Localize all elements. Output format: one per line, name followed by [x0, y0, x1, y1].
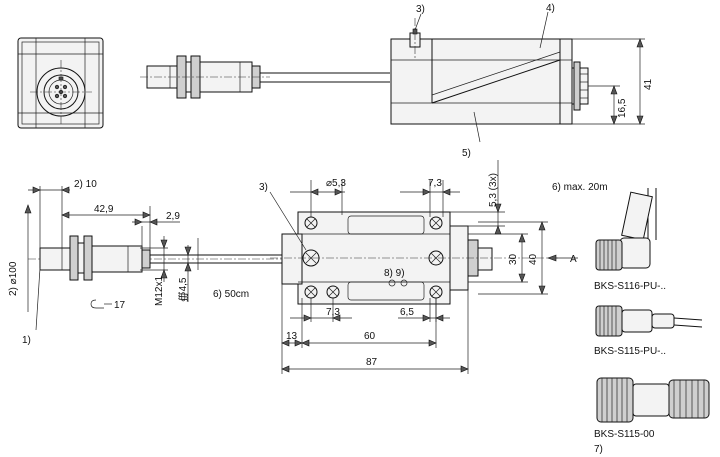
cable-label-bks-s116: BKS-S116-PU-..: [594, 281, 666, 292]
thread-m12x1: M12x1: [154, 276, 165, 306]
connector-label-bks-s115-00: BKS-S115-00: [594, 429, 655, 440]
sensor-side-view: [24, 186, 290, 331]
amplifier-top-view: [390, 11, 645, 143]
callout-8-9: 8) 9): [384, 268, 405, 279]
dim-connector-16-5: 16,5: [617, 98, 628, 118]
cable-label-bks-s115-pu: BKS-S115-PU-..: [594, 346, 666, 357]
sensor-front-view: [17, 37, 104, 129]
view-arrow-a: A: [570, 254, 577, 265]
dim-87: 87: [366, 357, 378, 368]
dim-42-9: 42,9: [94, 204, 114, 215]
dim-7-3-bottom: 7,3: [326, 307, 340, 318]
amplifier-front-view: [269, 160, 578, 374]
callout-3-front: 3): [259, 182, 268, 193]
dim-7-3-top: 7,3: [428, 178, 442, 189]
sensor-side-view-top: [140, 55, 390, 99]
dim-40: 40: [528, 253, 539, 265]
callout-3-top: 3): [416, 4, 425, 15]
connector-field-attachable: [596, 377, 710, 423]
dim-height-41: 41: [643, 78, 654, 90]
cable-angled-connector: [595, 188, 657, 271]
wrench-size-17: 17: [114, 300, 126, 311]
callout-5: 5): [462, 148, 471, 159]
dim-diameter-5-3: ⌀5,3: [326, 178, 346, 189]
dim-2-9: 2,9: [166, 211, 180, 222]
dim-60: 60: [364, 331, 376, 342]
callout-7: 7): [594, 444, 603, 455]
dim-30: 30: [508, 253, 519, 265]
cable-straight-connector: [595, 305, 703, 337]
dim-diameter-100: 2) ⌀100: [8, 261, 19, 296]
callout-4: 4): [546, 3, 555, 14]
cable-max-length: 6) max. 20m: [552, 182, 608, 193]
dim-13: 13: [286, 331, 298, 342]
led-indicator: [388, 279, 396, 287]
potentiometer: [400, 279, 408, 287]
cable-length-50cm: 6) 50cm: [213, 289, 249, 300]
dim-5-3-3x: 5,3 (3x): [488, 173, 499, 207]
mounting-hole-top-right: [429, 216, 443, 230]
dim-6-5: 6,5: [400, 307, 414, 318]
dim-10: 2) 10: [74, 179, 97, 190]
dim-diameter-4-5: ∰4,5: [178, 277, 189, 302]
callout-1: 1): [22, 335, 31, 346]
